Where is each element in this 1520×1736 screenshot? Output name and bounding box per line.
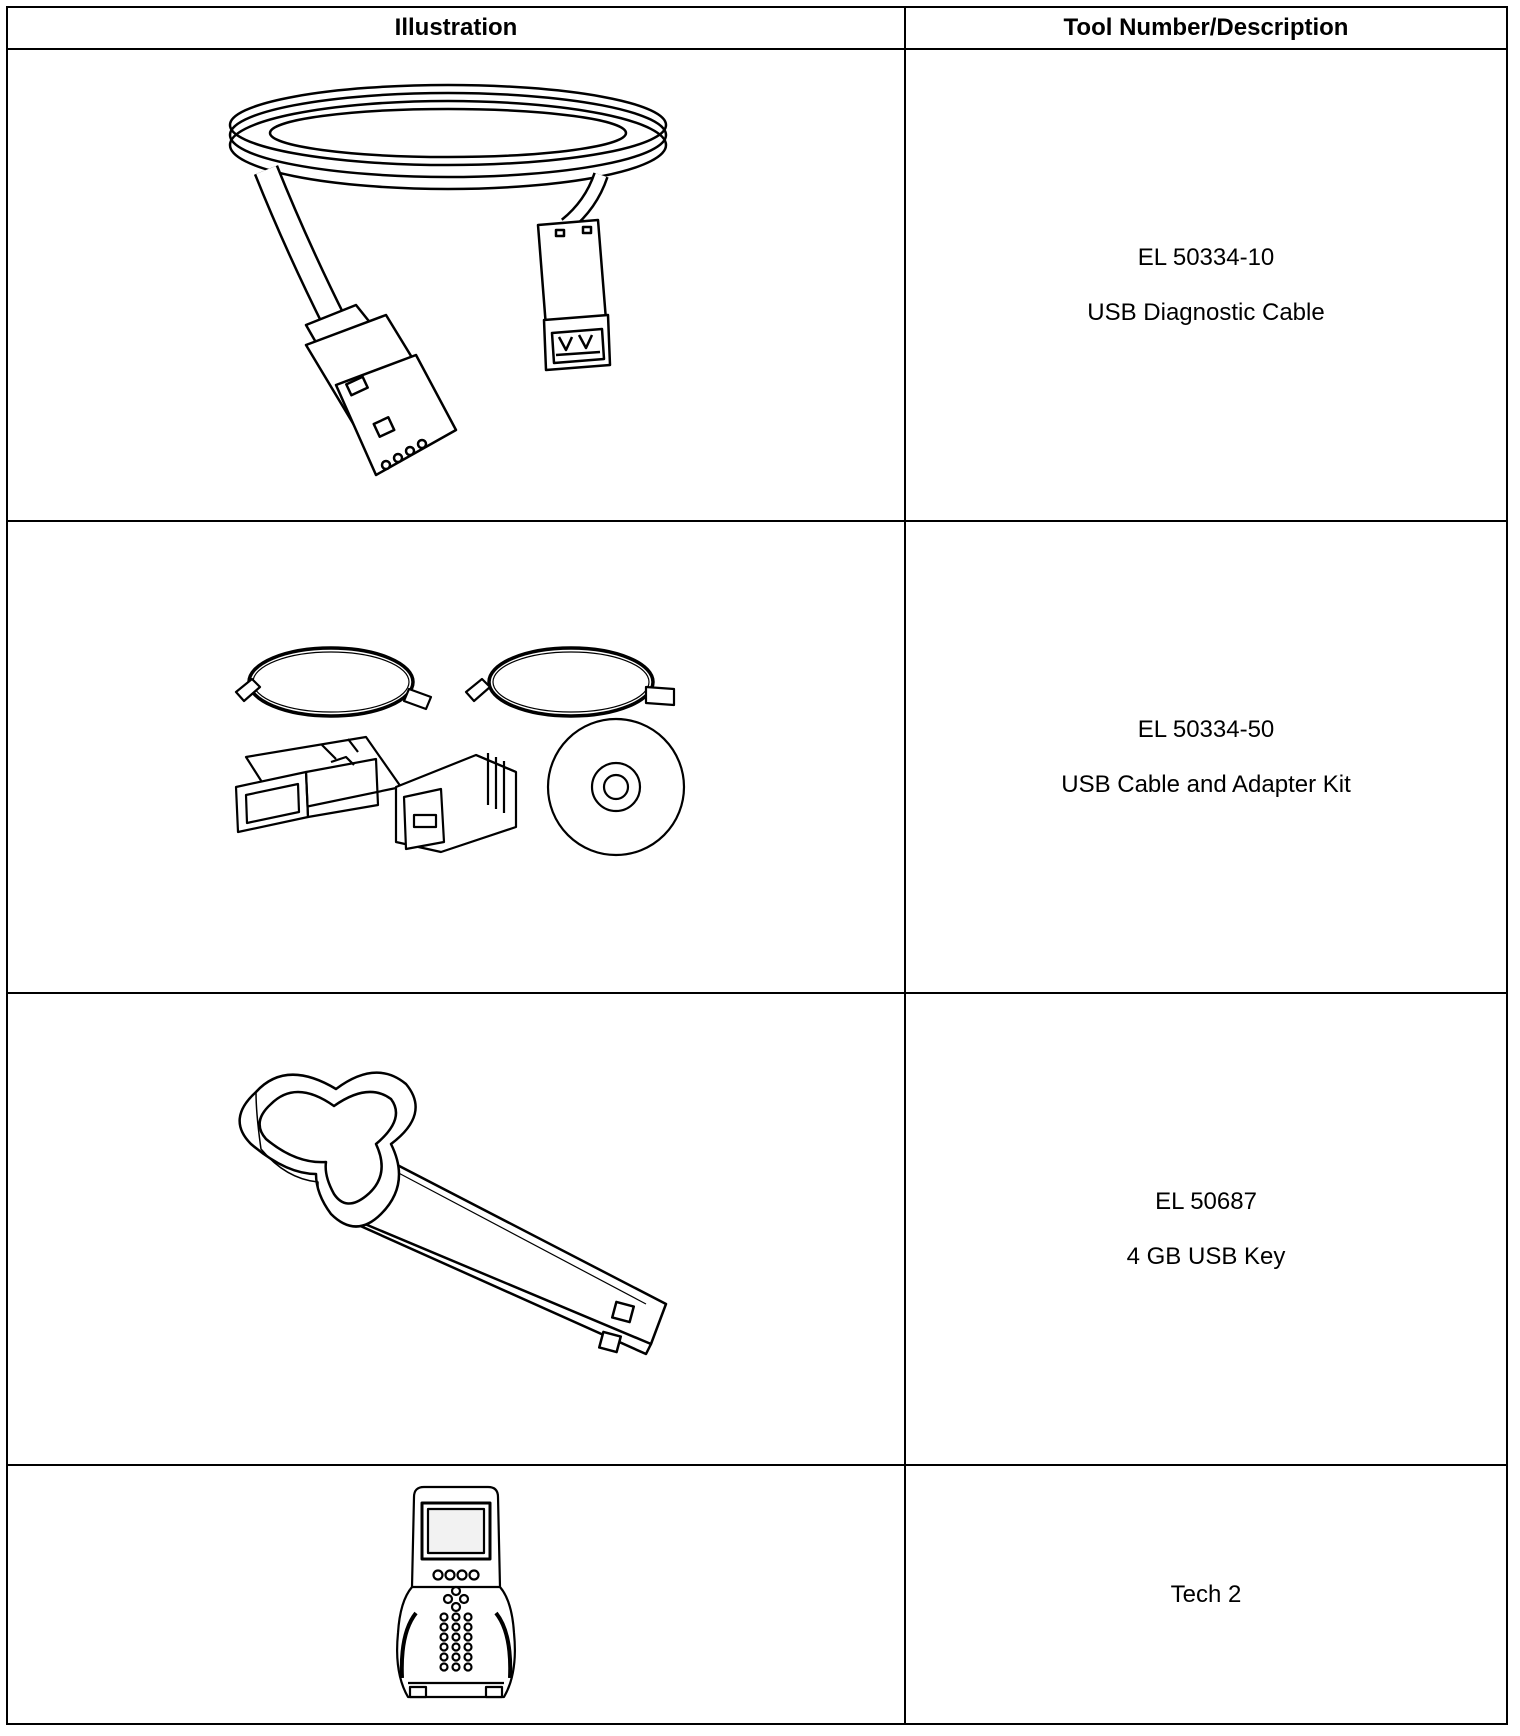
special-tools-table: Illustration Tool Number/Description <box>6 6 1508 1725</box>
illustration-cell <box>6 48 906 522</box>
tool-number: EL 50334-10 <box>1137 243 1275 271</box>
tool-description-cell: Tech 2 <box>904 1464 1508 1725</box>
tool-description-cell: EL 50687 4 GB USB Key <box>904 992 1508 1466</box>
header-illustration: Illustration <box>6 6 906 50</box>
tool-description: Tech 2 <box>1170 1580 1242 1608</box>
table-header-row: Illustration Tool Number/Description <box>6 6 1508 50</box>
usb-diagnostic-cable-icon <box>226 75 686 495</box>
table-row: EL 50687 4 GB USB Key <box>6 992 1508 1466</box>
table-row: EL 50334-10 USB Diagnostic Cable <box>6 48 1508 522</box>
table-row: Tech 2 <box>6 1464 1508 1725</box>
tool-description-cell: EL 50334-10 USB Diagnostic Cable <box>904 48 1508 522</box>
table-row: EL 50334-50 USB Cable and Adapter Kit <box>6 520 1508 994</box>
usb-cable-adapter-kit-icon <box>226 637 686 877</box>
illustration-cell <box>6 520 906 994</box>
tool-number: EL 50334-50 <box>1137 715 1275 743</box>
tool-description: USB Diagnostic Cable <box>1087 298 1325 326</box>
tool-description: USB Cable and Adapter Kit <box>1061 770 1351 798</box>
tool-number: EL 50687 <box>1155 1187 1257 1215</box>
tech2-scan-tool-icon <box>386 1483 526 1707</box>
illustration-cell <box>6 992 906 1466</box>
header-tool-description: Tool Number/Description <box>904 6 1508 50</box>
tool-description: 4 GB USB Key <box>1126 1242 1286 1270</box>
tool-description-cell: EL 50334-50 USB Cable and Adapter Kit <box>904 520 1508 994</box>
illustration-cell <box>6 1464 906 1725</box>
usb-key-icon <box>226 1064 686 1394</box>
